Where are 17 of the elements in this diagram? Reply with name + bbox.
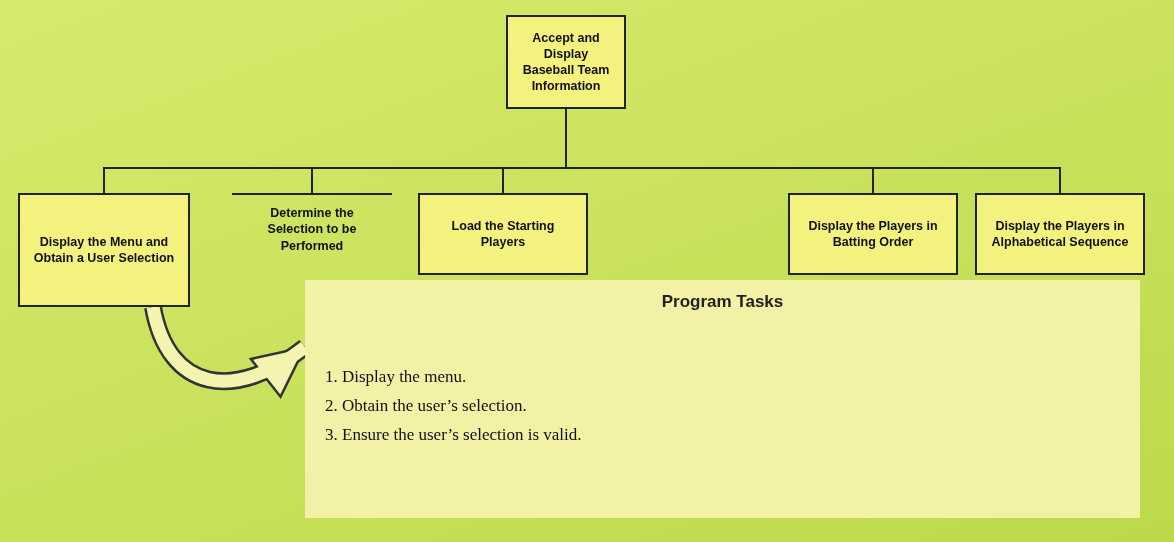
box-label: Load the Starting Players [450, 217, 556, 251]
process-box [18, 193, 190, 307]
box-label: Determine the Selection to be Performed [266, 205, 358, 254]
module-bar [232, 193, 392, 253]
process-box [418, 193, 588, 275]
box-label: Accept and Display Baseball Team Information [521, 29, 611, 95]
process-box [506, 15, 626, 109]
process-box [788, 193, 958, 275]
process-box [975, 193, 1145, 275]
box-label: Display the Menu and Obtain a User Selection [32, 233, 176, 267]
task-item: 3. Ensure the user’s selection is valid. [325, 425, 582, 445]
panel-heading: Program Tasks [660, 292, 785, 312]
box-label: Display the Players in Alphabetical Sequence [990, 217, 1130, 251]
box-label: Display the Players in Batting Order [807, 217, 939, 251]
task-item: 2. Obtain the user’s selection. [325, 396, 527, 416]
task-item: 1. Display the menu. [325, 367, 467, 387]
task-panel [305, 280, 1140, 518]
